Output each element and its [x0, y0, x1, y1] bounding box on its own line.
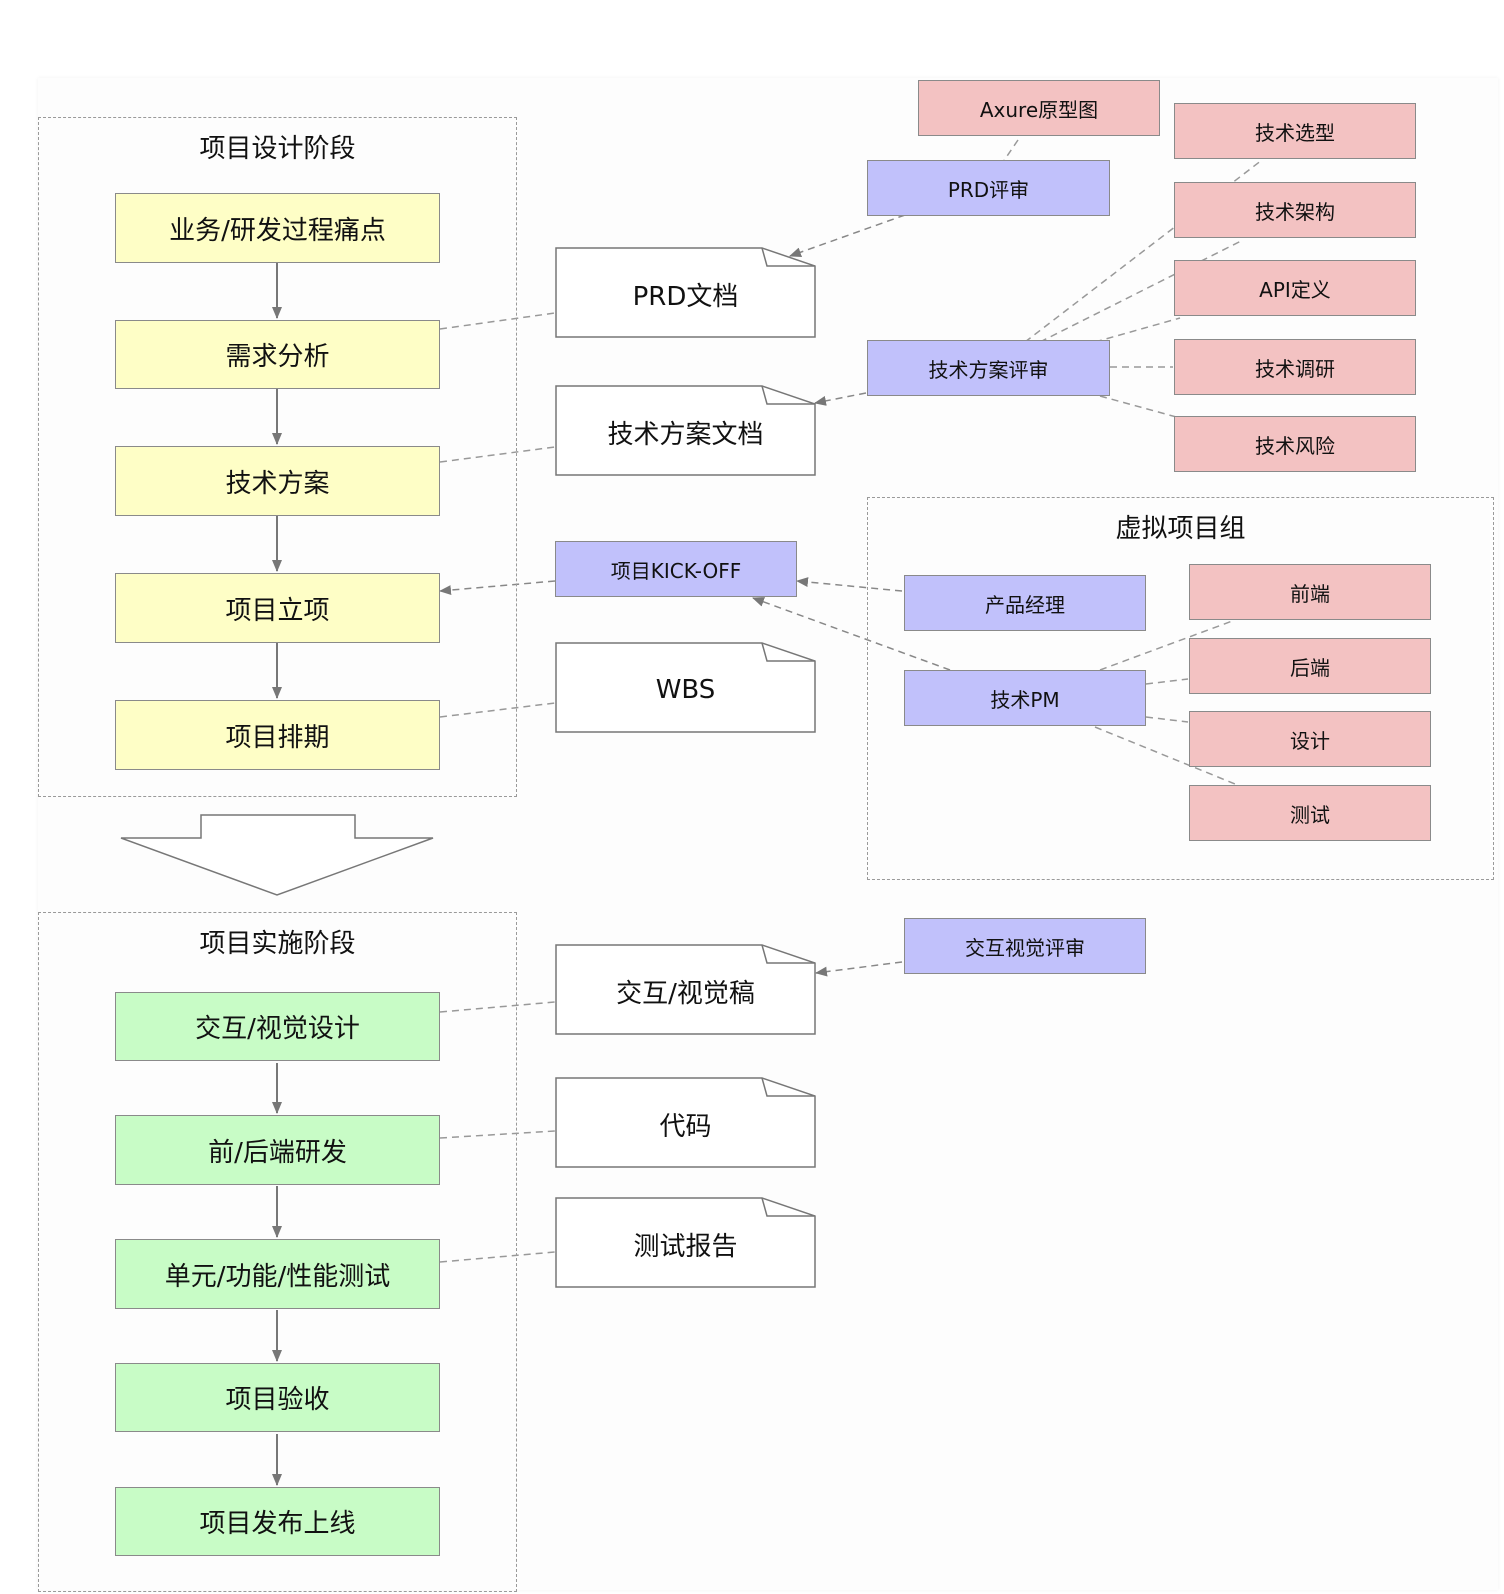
tech-topic-architecture[interactable]: 技术架构: [1174, 182, 1416, 238]
impl-step-testing[interactable]: 单元/功能/性能测试: [115, 1239, 440, 1309]
design-step-project-approval[interactable]: 项目立项: [115, 573, 440, 643]
design-phase-title: 项目设计阶段: [199, 134, 356, 164]
document-tech-solution[interactable]: 技术方案文档: [555, 385, 816, 476]
document-icon: [555, 944, 816, 1035]
design-step-requirements[interactable]: 需求分析: [115, 320, 440, 389]
document-icon: [555, 642, 816, 733]
document-wbs-label: WBS: [655, 674, 716, 705]
impl-step-acceptance[interactable]: 项目验收: [115, 1363, 440, 1432]
document-prd[interactable]: PRD文档: [555, 247, 816, 338]
team-member-backend[interactable]: 后端: [1189, 638, 1431, 694]
team-member-testing[interactable]: 测试: [1189, 785, 1431, 841]
document-wbs[interactable]: WBS: [555, 642, 816, 733]
tech-pm-box[interactable]: 技术PM: [904, 670, 1146, 726]
document-test-report-label: 测试报告: [633, 1232, 738, 1262]
team-member-frontend[interactable]: 前端: [1189, 564, 1431, 620]
implementation-phase-group: 项目实施阶段: [38, 912, 517, 1592]
tech-review-box[interactable]: 技术方案评审: [867, 340, 1110, 396]
document-tech-solution-label: 技术方案文档: [607, 420, 764, 450]
product-manager-box[interactable]: 产品经理: [904, 575, 1146, 631]
document-icon: [555, 247, 816, 338]
virtual-team-group: 虚拟项目组: [867, 497, 1494, 880]
document-ui-draft[interactable]: 交互/视觉稿: [555, 944, 816, 1035]
document-prd-label: PRD文档: [632, 282, 739, 312]
document-icon: [555, 1077, 816, 1168]
ui-review-box[interactable]: 交互视觉评审: [904, 918, 1146, 974]
tech-topic-research[interactable]: 技术调研: [1174, 339, 1416, 395]
document-test-report[interactable]: 测试报告: [555, 1197, 816, 1288]
design-phase-group: 项目设计阶段: [38, 117, 517, 797]
virtual-team-title: 虚拟项目组: [1115, 514, 1246, 544]
impl-step-ui-design[interactable]: 交互/视觉设计: [115, 992, 440, 1061]
axure-prototype-box[interactable]: Axure原型图: [918, 80, 1160, 136]
document-ui-draft-label: 交互/视觉稿: [616, 979, 755, 1009]
implementation-phase-title: 项目实施阶段: [199, 929, 356, 959]
impl-step-development[interactable]: 前/后端研发: [115, 1115, 440, 1185]
tech-topic-selection[interactable]: 技术选型: [1174, 103, 1416, 159]
document-code[interactable]: 代码: [555, 1077, 816, 1168]
tech-topic-api-definition[interactable]: API定义: [1174, 260, 1416, 316]
design-step-scheduling[interactable]: 项目排期: [115, 700, 440, 770]
impl-step-release[interactable]: 项目发布上线: [115, 1487, 440, 1556]
document-code-label: 代码: [659, 1112, 712, 1142]
document-icon: [555, 385, 816, 476]
design-step-pain-points[interactable]: 业务/研发过程痛点: [115, 193, 440, 263]
document-icon: [555, 1197, 816, 1288]
design-step-tech-solution[interactable]: 技术方案: [115, 446, 440, 516]
tech-topic-risk[interactable]: 技术风险: [1174, 416, 1416, 472]
team-member-design[interactable]: 设计: [1189, 711, 1431, 767]
kickoff-box[interactable]: 项目KICK-OFF: [555, 541, 797, 597]
prd-review-box[interactable]: PRD评审: [867, 160, 1110, 216]
